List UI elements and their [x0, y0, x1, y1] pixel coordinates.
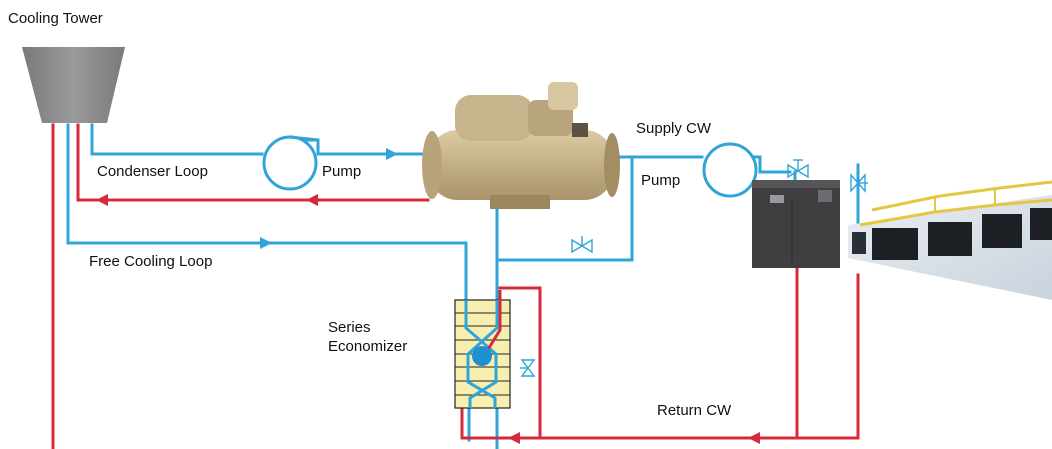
arrow-condenser-return-1: [306, 194, 318, 206]
cooling-tower-label: Cooling Tower: [8, 10, 103, 27]
data-center-icon: [848, 180, 1052, 300]
arrow-return-cw-2: [508, 432, 520, 444]
free-cooling-loop-label: Free Cooling Loop: [89, 253, 213, 270]
condenser-supply-pipe: [90, 123, 264, 156]
valve-icons: [520, 159, 868, 377]
arrow-condenser-supply: [386, 148, 398, 160]
condenser-pump-icon: [262, 135, 319, 191]
crac-unit-icon: [752, 180, 840, 268]
chiller-icon: [422, 82, 620, 209]
valve-supply-datacenter-icon: [850, 173, 868, 193]
cooling-tower-icon: [22, 47, 125, 123]
series-economizer-icon: [454, 290, 511, 409]
return-cw-main: [460, 273, 860, 440]
arrow-condenser-return-2: [96, 194, 108, 206]
supply-down-to-economizer: [495, 155, 634, 262]
valve-economizer-side-icon: [520, 359, 536, 377]
series-economizer-label-line2: Economizer: [328, 338, 408, 355]
flow-arrows: [96, 148, 760, 444]
series-economizer-label: Series Economizer: [328, 318, 407, 356]
valve-economizer-line-icon: [571, 236, 593, 254]
supply-pump-label: Pump: [641, 172, 681, 189]
supply-cw-label: Supply CW: [636, 120, 712, 137]
supply-pump-icon: [702, 142, 758, 198]
economizer-bypass: [498, 286, 542, 440]
condenser-loop-label: Condenser Loop: [97, 163, 208, 180]
condenser-pump-label: Pump: [322, 163, 362, 180]
valve-supply-crac-icon: [787, 159, 809, 179]
arrow-return-cw-1: [748, 432, 760, 444]
return-cw-label: Return CW: [657, 402, 732, 419]
arrow-free-cooling: [260, 237, 272, 249]
series-economizer-label-line1: Series: [328, 319, 371, 336]
